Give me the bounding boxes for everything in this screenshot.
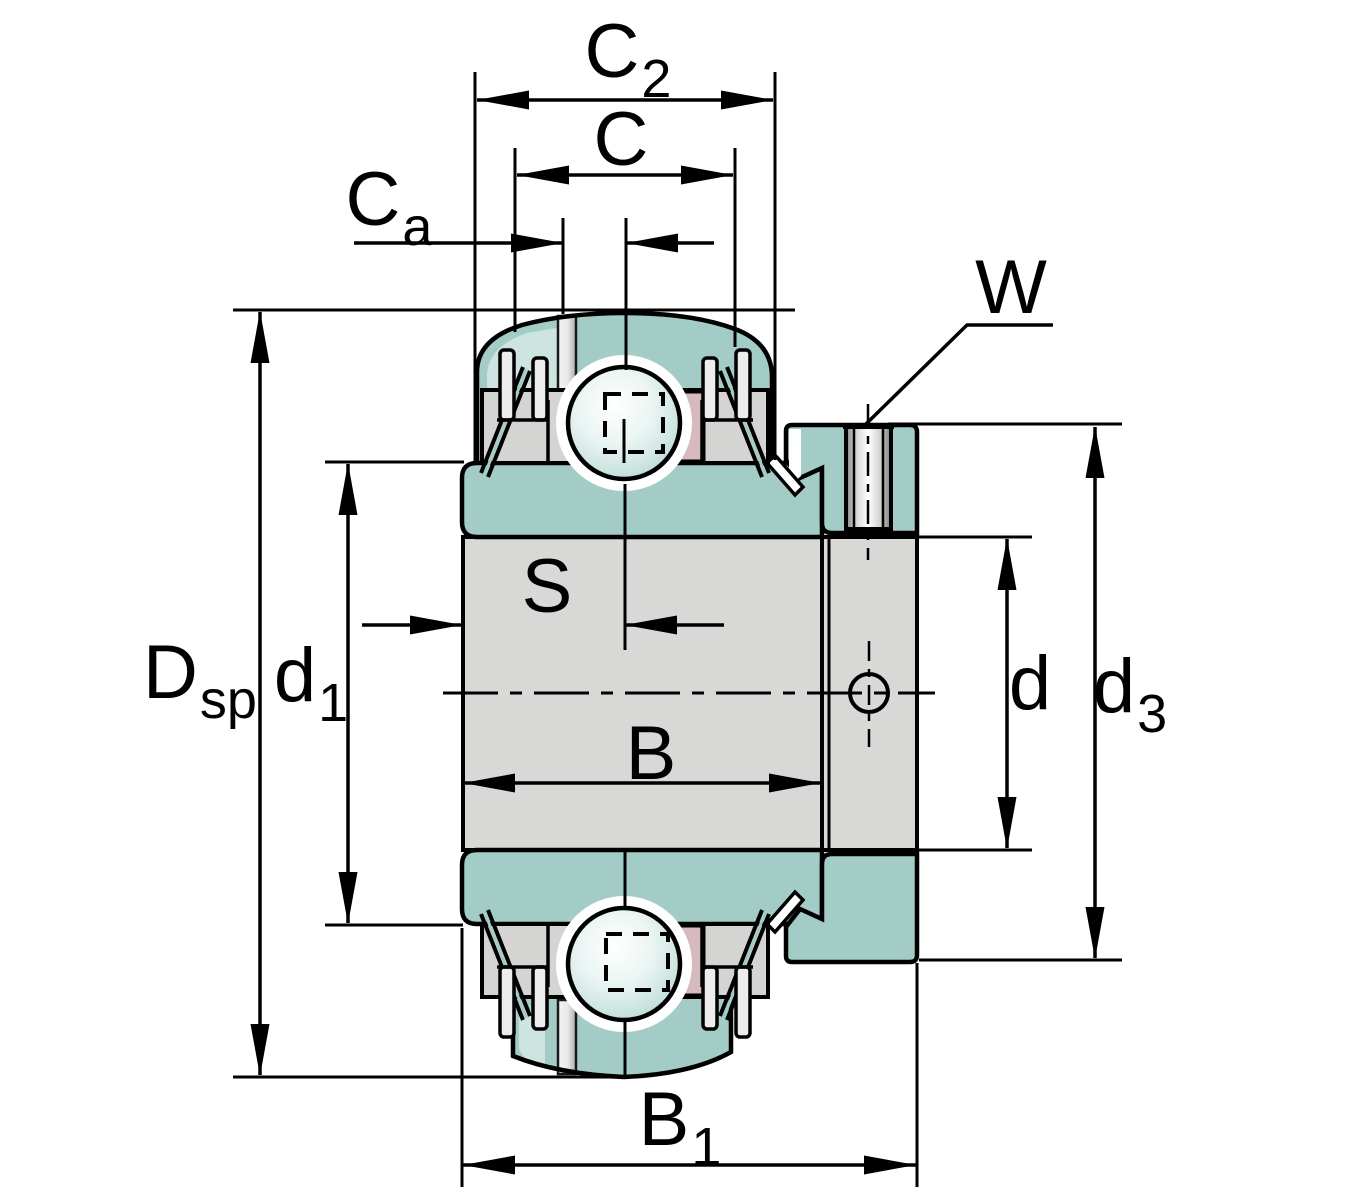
set-screw	[843, 404, 894, 560]
ball-center-box-top	[603, 392, 665, 454]
dim-label-b: B	[625, 711, 677, 796]
inner-ring-flange-bottom	[459, 847, 825, 927]
w-leader-line	[864, 323, 1053, 426]
inner-ring-flange-top	[459, 460, 825, 540]
dim-label-c: C	[593, 97, 649, 182]
ball-center-box-bottom	[604, 932, 670, 992]
dimension-lines	[250, 90, 1105, 1175]
extension-lines	[233, 72, 1122, 1187]
dim-label-w: W	[975, 245, 1047, 330]
outer-ring-bottom	[510, 997, 734, 1080]
collar-highlight	[789, 429, 801, 483]
dim-label-s: S	[521, 544, 573, 629]
ball-top	[556, 355, 692, 491]
locking-collar-bottom	[764, 851, 920, 965]
ball-bottom	[556, 896, 692, 1032]
dim-label-d: d	[1008, 641, 1052, 726]
lube-hole-bottom	[556, 998, 578, 1076]
